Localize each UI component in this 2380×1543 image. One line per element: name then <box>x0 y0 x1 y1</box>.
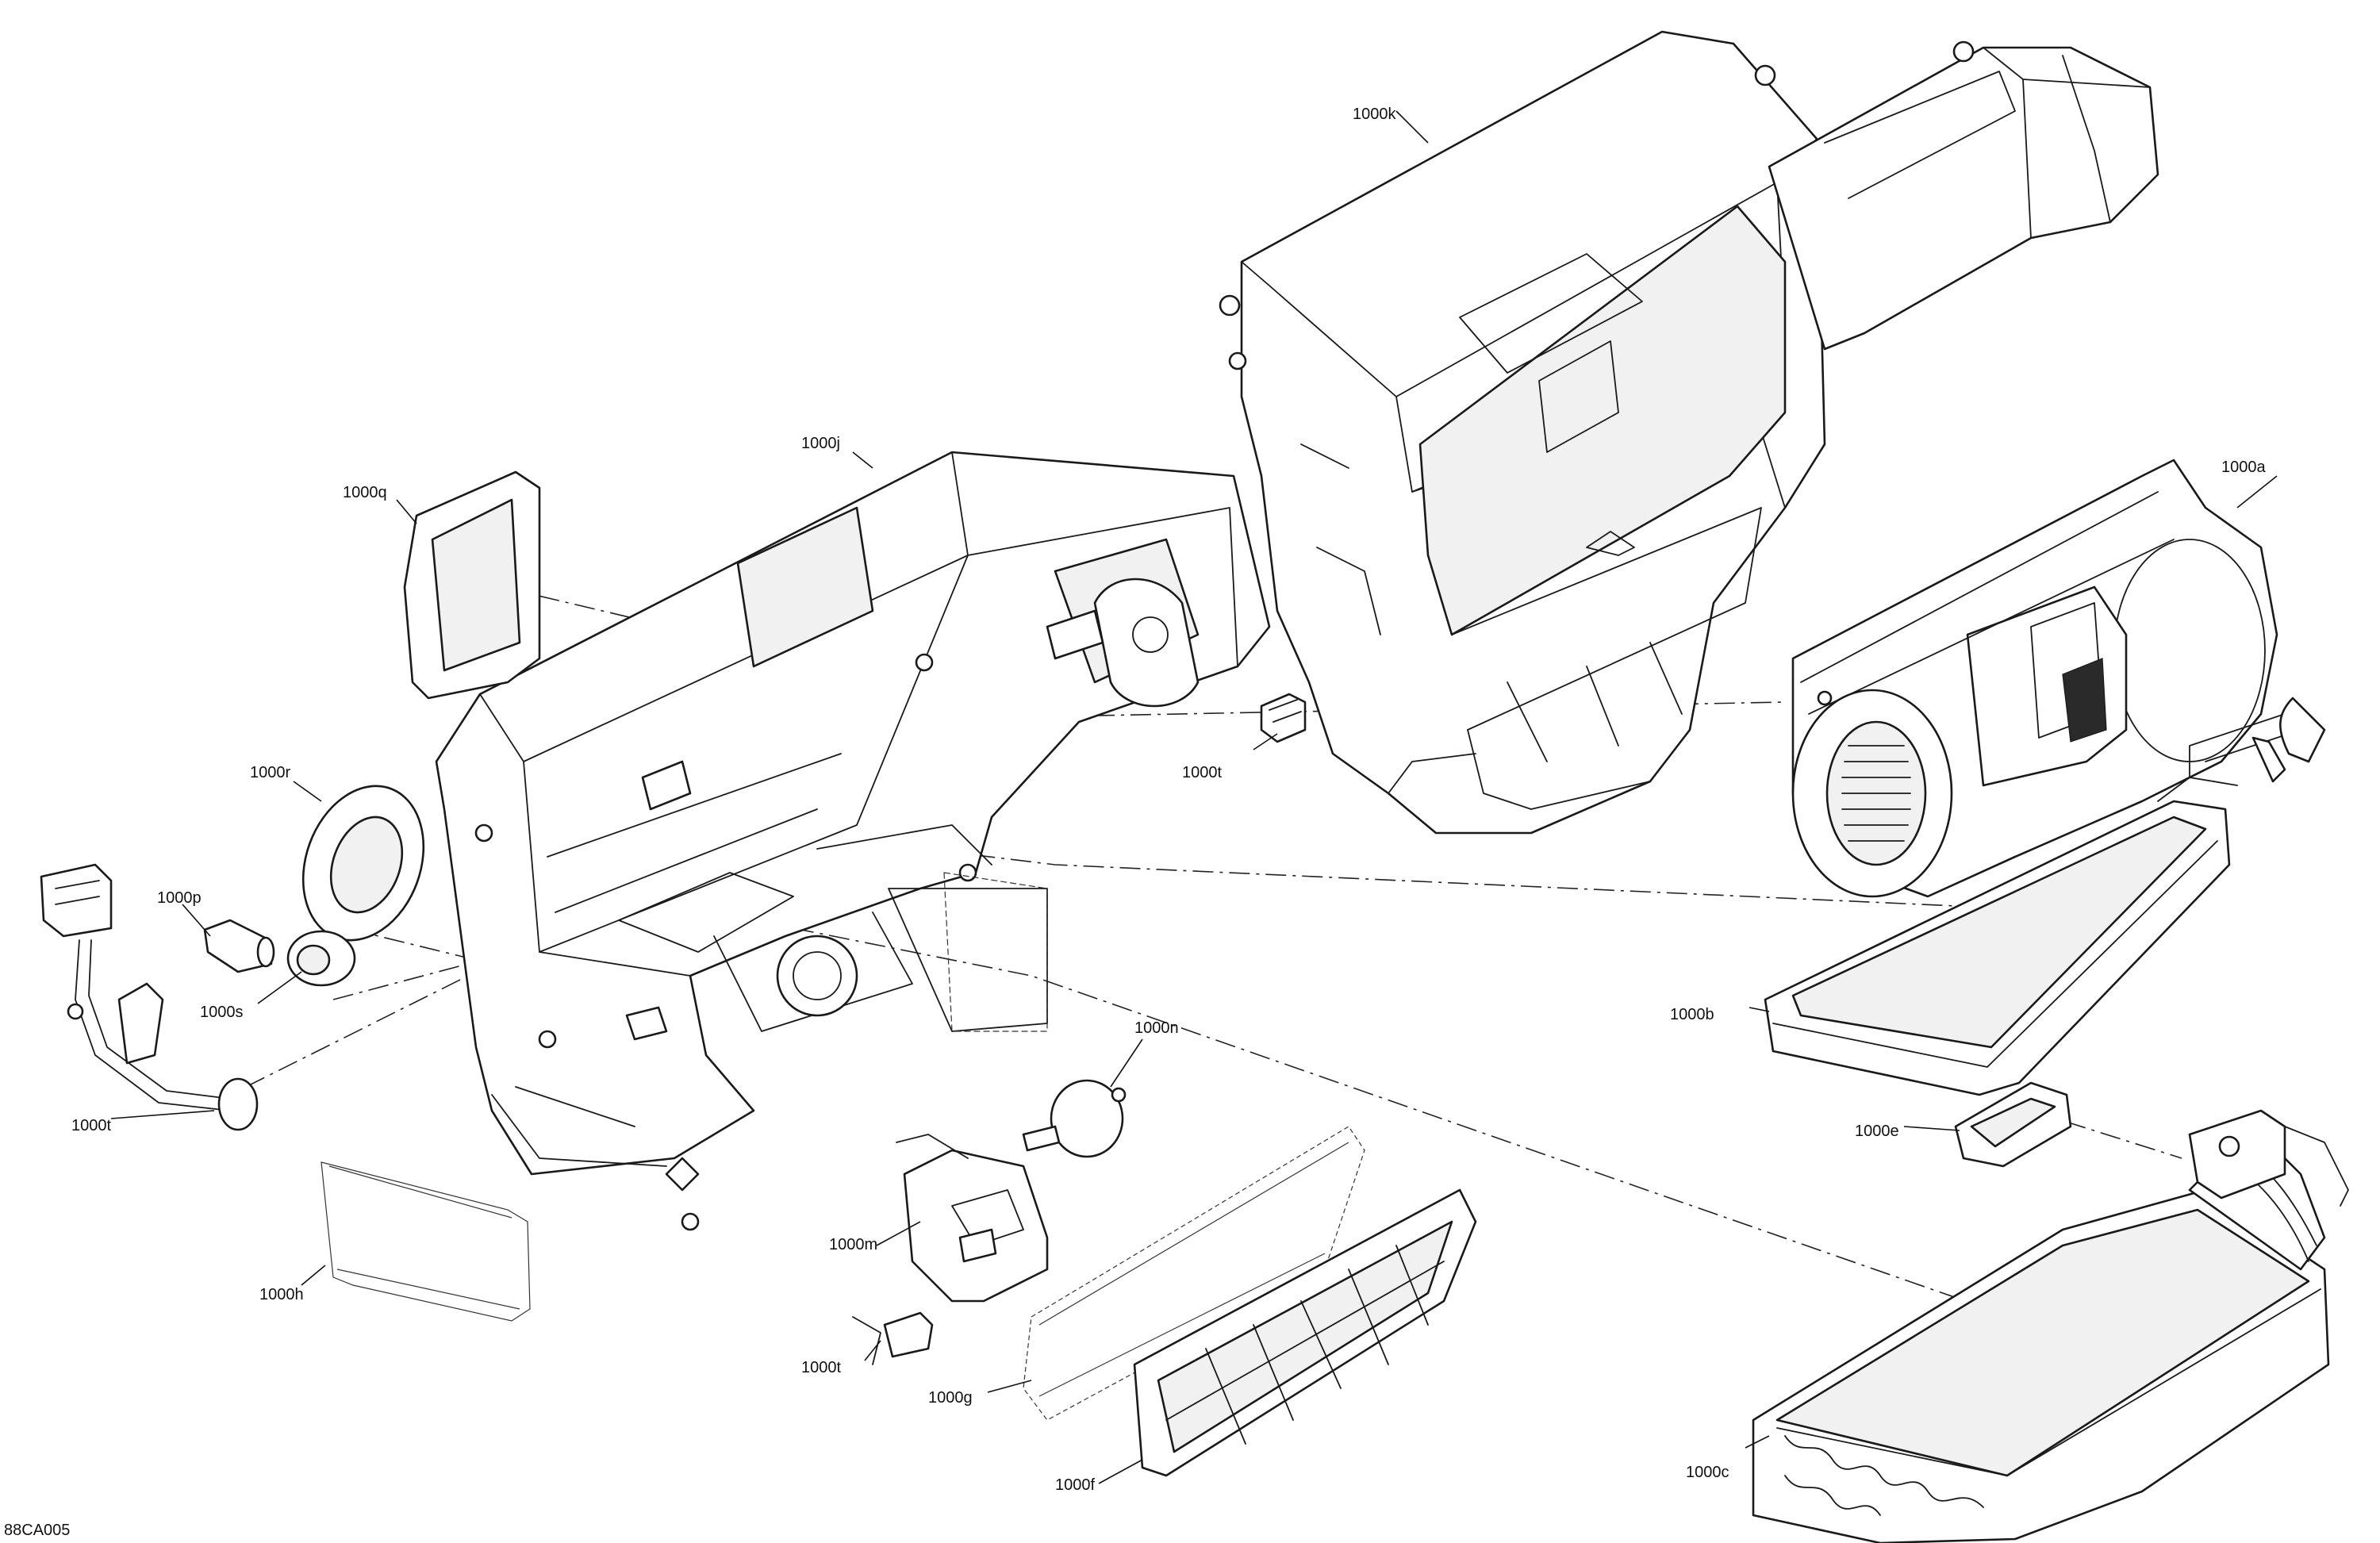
callout-1000p: 1000p <box>157 889 202 907</box>
main-case-1000j <box>435 451 1271 1231</box>
callout-1000m: 1000m <box>829 1236 877 1253</box>
callout-labels: 1000k 1000j 1000q 1000a 1000r 1000p 1000… <box>4 106 2266 1539</box>
callout-1000t-lower: 1000t <box>801 1359 841 1376</box>
sensor-1000p <box>203 919 275 973</box>
gasket-ring-1000r <box>301 785 425 942</box>
evaporator-1000c <box>1752 1109 2349 1543</box>
upper-housing-1000k <box>1219 30 2159 835</box>
callout-1000q: 1000q <box>343 484 387 501</box>
connector-1000t-center <box>1260 693 1307 743</box>
callout-1000g: 1000g <box>928 1389 973 1407</box>
callout-1000a: 1000a <box>2221 459 2266 476</box>
diagram-code: 88CA005 <box>4 1522 70 1539</box>
callout-1000f: 1000f <box>1055 1476 1095 1494</box>
drain-tray <box>943 872 1048 1032</box>
callout-1000h: 1000h <box>259 1286 304 1303</box>
callout-1000t-center: 1000t <box>1182 764 1222 781</box>
callout-1000e: 1000e <box>1855 1123 1899 1140</box>
seal-small-1000e <box>1954 1081 2072 1168</box>
actuator-1000m <box>896 1134 1049 1303</box>
callout-1000b: 1000b <box>1670 1006 1714 1023</box>
grommet-1000s <box>286 930 356 987</box>
grille-1000f <box>1133 1188 1477 1477</box>
connector-1000t-lower <box>852 1311 934 1365</box>
harness-1000t-left <box>40 863 259 1131</box>
callout-1000c: 1000c <box>1686 1464 1729 1481</box>
cap-1000n <box>1022 1079 1127 1158</box>
callout-1000j: 1000j <box>801 435 840 452</box>
callout-1000r: 1000r <box>250 764 290 781</box>
blower-1000a <box>1791 459 2278 898</box>
heater-core-1000b <box>1764 697 2326 1096</box>
leader-lines <box>110 110 2278 1484</box>
seal-1000q <box>403 470 541 700</box>
callout-1000t-left: 1000t <box>71 1117 111 1134</box>
callout-1000k: 1000k <box>1353 106 1396 123</box>
callout-1000n: 1000n <box>1134 1019 1179 1037</box>
callout-1000s: 1000s <box>200 1004 244 1021</box>
filter-panel-1000h <box>321 1161 531 1322</box>
